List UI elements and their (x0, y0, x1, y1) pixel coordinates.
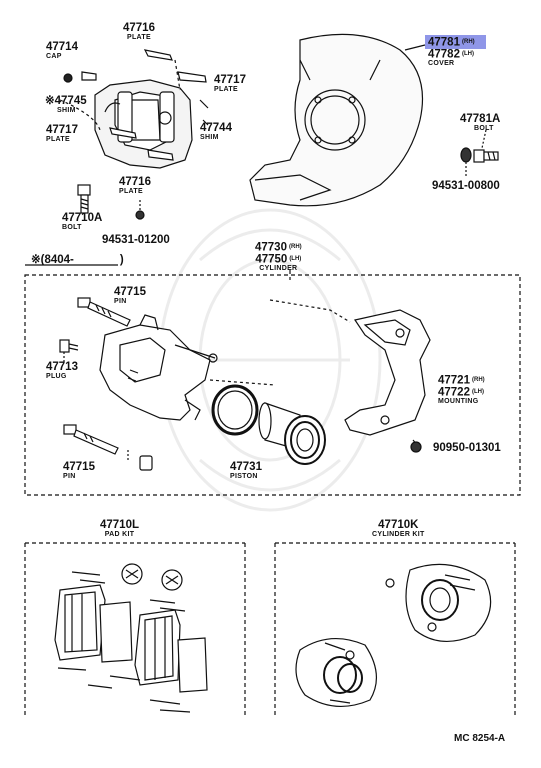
dust-cover-art (249, 33, 426, 207)
plate-right-part-number: 47717 (214, 74, 246, 86)
shim-right-label: 47744 SHIM (200, 122, 232, 142)
plate-right-name: PLATE (214, 86, 238, 93)
shim-asterisk: ※ (45, 95, 55, 107)
washer-left-part-number: 94531-01200 (102, 234, 170, 246)
mounting-rh-suffix: (RH) (471, 377, 485, 383)
pad-kit-name: PAD KIT (104, 531, 135, 538)
cover-rh-suffix: (RH) (461, 39, 475, 45)
cylinder-lh-part-number: 47750 (255, 253, 288, 266)
cylinder-rh-suffix: (RH) (288, 244, 302, 250)
mounting-art (344, 309, 431, 453)
top-caliper-assembly (59, 49, 209, 169)
bolt-left-part-number: 47710A (62, 212, 103, 224)
shim-top-name: SHIM (57, 107, 76, 114)
mounting-lh-part-number: 47722 (438, 386, 470, 399)
cover-rh-part-number: 47781 (428, 36, 460, 49)
range-note: ※(8404-) (31, 254, 124, 266)
pin-bottom-label: 47715 PIN (63, 461, 95, 481)
range-note-end: ) (119, 254, 124, 266)
pad-kit-part-number: 47710L (100, 519, 140, 531)
cap-label: 47714 CAP (46, 41, 78, 61)
bolt-left-label: 47710A BOLT (62, 212, 103, 232)
plate-right-label: 47717 PLATE (214, 74, 246, 94)
pin-top-name: PIN (114, 298, 127, 305)
bolt-right-part-number: 47781A (460, 113, 501, 125)
cylinder-kit-name: CYLINDER KIT (372, 531, 425, 538)
shim-right-name: SHIM (200, 134, 219, 141)
cover-lh-part-number: 47782 (428, 48, 460, 61)
plate-top-name: PLATE (127, 34, 151, 41)
figure-code: MC 8254-A (454, 733, 506, 744)
plate-bottom-part-number: 47716 (119, 176, 151, 188)
washer-right-part-number: 94531-00800 (432, 180, 500, 192)
cover-highlight (425, 35, 486, 49)
shim-top-part-number: 47745 (54, 95, 87, 107)
cylinder-kit-part-number: 47710K (378, 519, 419, 531)
plug-art (59, 339, 79, 362)
piston-art (211, 384, 326, 465)
cylinder-kit-frame (274, 542, 516, 718)
bolt-right-art (460, 129, 499, 178)
cylinder-kit-label: 47710K CYLINDER KIT (372, 519, 425, 539)
cylinder-art (99, 299, 351, 421)
cylinder-name: CYLINDER (259, 265, 298, 273)
piston-name: PISTON (230, 473, 258, 480)
cap-part-number: 47714 (46, 41, 78, 53)
pin-top-label: 47715 PIN (114, 286, 146, 306)
plug-part-number: 47713 (46, 361, 78, 373)
plate-top-label: 47716 PLATE (123, 22, 155, 42)
plate-left-part-number: 47717 (46, 124, 78, 136)
cylinder-kit-art (295, 563, 492, 708)
mounting-rh-part-number: 47721 (438, 374, 470, 387)
plate-left-name: PLATE (46, 136, 70, 143)
pin-bottom-part-number: 47715 (63, 461, 95, 473)
plate-bottom-name: PLATE (119, 188, 143, 195)
shim-right-part-number: 47744 (200, 122, 232, 134)
plug-name: PLUG (46, 373, 67, 380)
range-note-start: ※(8404- (31, 254, 74, 266)
pad-kit-label: 47710L PAD KIT (100, 519, 140, 539)
nut-part-number: 90950-01301 (433, 442, 501, 454)
cap-name: CAP (46, 53, 62, 60)
pin-top-part-number: 47715 (114, 286, 146, 298)
bolt-right-name: BOLT (474, 125, 494, 132)
bolt-right-label: 47781A BOLT (460, 113, 501, 133)
plug-label: 47713 PLUG (46, 361, 78, 381)
piston-label: 47731 PISTON (230, 461, 262, 481)
bolt-left-name: BOLT (62, 224, 82, 231)
pad-kit-frame (24, 542, 246, 718)
pad-kit-art (54, 563, 208, 713)
plate-bottom-label: 47716 PLATE (119, 176, 151, 196)
washer-right-label: 94531-00800 (432, 180, 500, 192)
cover-label: 47781(RH) 47782(LH) COVER (428, 37, 475, 68)
caliper-frame (24, 270, 521, 496)
mounting-lh-suffix: (LH) (471, 388, 484, 395)
cylinder-rh-part-number: 47730 (255, 241, 287, 254)
cover-name: COVER (428, 60, 455, 68)
nut-label: 90950-01301 (433, 442, 501, 454)
pin-bottom-name: PIN (63, 473, 76, 480)
cylinder-lh-suffix: (LH) (289, 255, 302, 262)
bolt-left-art (77, 184, 145, 220)
piston-part-number: 47731 (230, 461, 262, 473)
cover-lh-suffix: (LH) (461, 50, 474, 57)
pin-art (63, 297, 153, 471)
plate-top-part-number: 47716 (123, 22, 155, 34)
washer-left-label: 94531-01200 (102, 234, 170, 246)
mounting-name: MOUNTING (438, 398, 479, 406)
cylinder-label: 47730(RH) 47750(LH) CYLINDER (255, 242, 302, 273)
shim-top-label: ※47745 SHIM (45, 95, 87, 115)
plate-left-label: 47717 PLATE (46, 124, 78, 144)
mounting-label: 47721(RH) 47722(LH) MOUNTING (438, 375, 485, 406)
